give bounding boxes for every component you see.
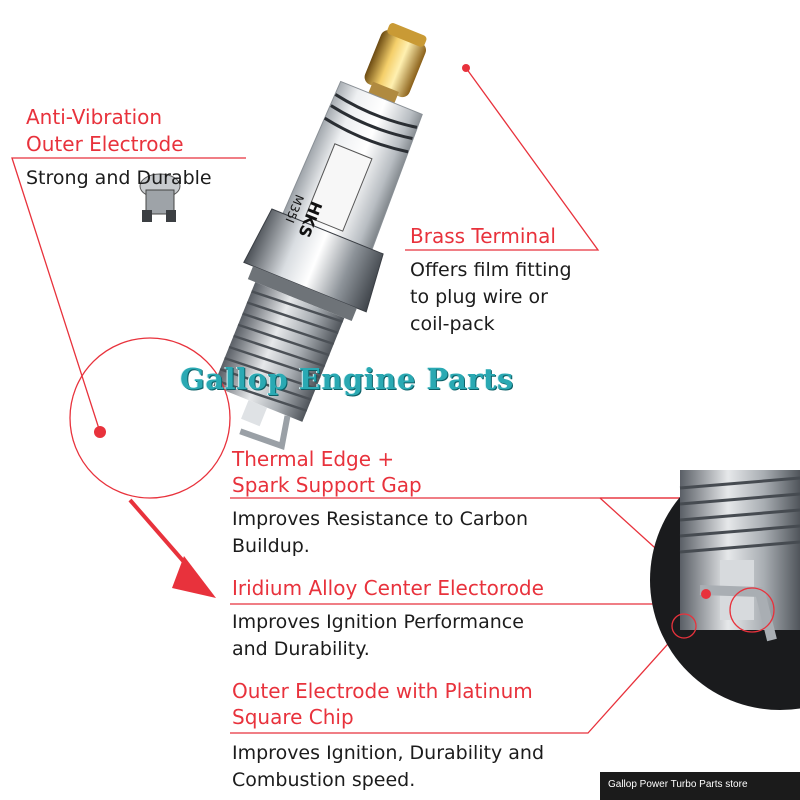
- iridium-description-line2: and Durability.: [232, 638, 370, 660]
- thermal-edge-title-line2: Spark Support Gap: [232, 473, 422, 497]
- pointer-arrow: [128, 498, 216, 598]
- outer-electrode-marker: [94, 426, 106, 438]
- firing-end-highlight-circle: [69, 337, 231, 499]
- brass-terminal-description-line3: coil-pack: [410, 313, 495, 335]
- outer-electrode-title-line2: Outer Electrode: [26, 132, 184, 156]
- callout-lines: [11, 67, 740, 734]
- outer-electrode-leader: [11, 157, 246, 433]
- iridium-description-line1: Improves Ignition Performance: [232, 611, 524, 633]
- brass-terminal-title: Brass Terminal: [410, 224, 556, 248]
- brass-terminal: [364, 30, 426, 98]
- platinum-description-line1: Improves Ignition, Durability and: [232, 742, 545, 764]
- platinum-title-line2: Square Chip: [232, 705, 354, 729]
- brass-terminal-description-line2: to plug wire or: [410, 286, 548, 308]
- thermal-edge-description-line2: Buildup.: [232, 535, 310, 557]
- brass-terminal-description-line1: Offers film fitting: [410, 259, 572, 281]
- watermark-text: Gallop Engine Parts: [180, 362, 514, 396]
- store-name: Gallop Power Turbo Parts store: [608, 779, 748, 790]
- spark-plug: [213, 23, 427, 450]
- iridium-title: Iridium Alloy Center Electorode: [232, 576, 544, 600]
- outer-electrode-title-line1: Anti-Vibration: [26, 105, 163, 129]
- thermal-edge-title-line1: Thermal Edge +: [232, 447, 395, 471]
- electrode-thumbnail-icon: [139, 173, 181, 222]
- brass-terminal-leader: [405, 67, 600, 251]
- hex-shell: [243, 208, 384, 313]
- platinum-title-line1: Outer Electrode with Platinum: [232, 679, 533, 703]
- store-banner: [600, 772, 800, 800]
- threads: [215, 290, 344, 412]
- platinum-chip-marker: [671, 613, 697, 639]
- platinum-leader: [230, 625, 685, 734]
- platinum-description-line2: Combustion speed.: [232, 769, 416, 791]
- electrode-closeup-inset: [650, 470, 800, 710]
- thermal-edge-description-line1: Improves Resistance to Carbon: [232, 508, 529, 530]
- brass-terminal-marker: [462, 64, 470, 72]
- outer-electrode-description: Strong and Durable: [26, 167, 212, 189]
- outer-electrode: [239, 415, 291, 450]
